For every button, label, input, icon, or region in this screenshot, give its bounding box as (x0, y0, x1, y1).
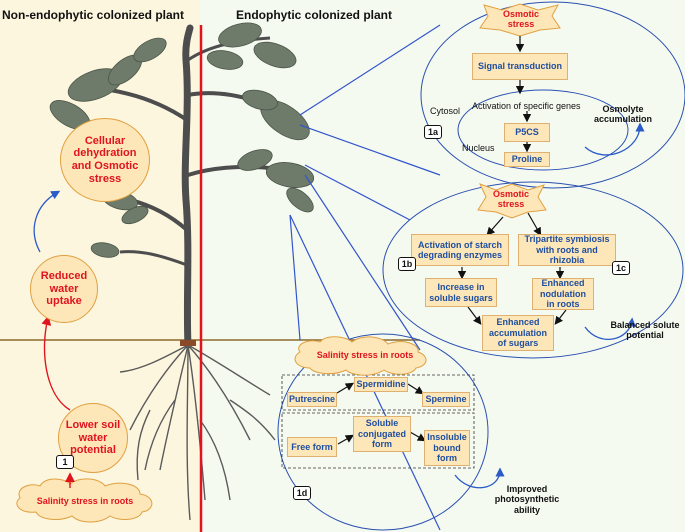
panel-1a-outline (420, 1, 685, 189)
salinity-cloud-left (16, 478, 153, 523)
tag-1c: 1c (612, 261, 630, 275)
improved-label: Improved photosynthetic ability (494, 484, 560, 515)
tag-1b: 1b (398, 257, 416, 271)
nucleus-label: Nucleus (462, 143, 495, 153)
putrescine-box: Putrescine (287, 392, 337, 407)
salinity-cloud-left-label: Salinity stress in roots (36, 496, 134, 506)
tripartite-box: Tripartite symbiosis with roots and rhiz… (518, 234, 616, 266)
tag-1: 1 (56, 455, 74, 469)
salinity-cloud-right-label: Salinity stress in roots (316, 350, 414, 360)
free-form-box: Free form (287, 437, 337, 457)
cytosol-label: Cytosol (430, 106, 461, 116)
nucleus-outline (457, 89, 629, 171)
polyamine-group (281, 374, 475, 411)
soluble-conjugated-box: Soluble conjugated form (353, 416, 411, 452)
reduced-uptake-label: Reduced water uptake (40, 270, 88, 308)
proline-box: Proline (504, 152, 550, 167)
plant-illustration (49, 22, 315, 521)
osmotic-star-1a (479, 3, 561, 37)
panel-1d-outline (277, 333, 489, 531)
signal-transduction-box: Signal transduction (472, 53, 568, 80)
left-panel-title: Non-endophytic colonized plant (2, 8, 184, 22)
osmotic-stress-1bc: Osmotic stress (492, 189, 529, 210)
balanced-label: Balanced solute potential (610, 320, 680, 341)
reduced-uptake-circle: Reduced water uptake (30, 255, 98, 323)
dehydration-circle: Cellular dehydration and Osmotic stress (60, 118, 150, 202)
osmotic-stress-1a: Osmotic stress (502, 9, 539, 30)
spermidine-box: Spermidine (354, 377, 408, 392)
spermine-box: Spermine (422, 392, 470, 407)
osmotic-star-1bc (477, 183, 547, 219)
panel-1bc-outline (382, 181, 684, 359)
activation-genes-label: Activation of specific genes (472, 101, 581, 111)
tag-1d: 1d (293, 486, 311, 500)
right-panel-title: Endophytic colonized plant (236, 8, 392, 22)
forms-group (281, 412, 475, 469)
nodulation-box: Enhanced nodulation in roots (532, 278, 594, 310)
p5cs-box: P5CS (504, 123, 550, 142)
dehydration-label: Cellular dehydration and Osmotic stress (71, 134, 139, 185)
starch-enzymes-box: Activation of starch degrading enzymes (411, 234, 509, 266)
soluble-sugars-box: Increase in soluble sugars (425, 278, 497, 307)
osmolyte-label: Osmolyte accumulation (593, 104, 652, 125)
accumulation-box: Enhanced accumulation of sugars (482, 315, 554, 351)
salinity-cloud-right (294, 336, 427, 376)
lower-potential-label: Lower soil water potential (65, 419, 121, 457)
tag-1a: 1a (424, 125, 442, 139)
insoluble-bound-box: Insoluble bound form (424, 430, 470, 466)
